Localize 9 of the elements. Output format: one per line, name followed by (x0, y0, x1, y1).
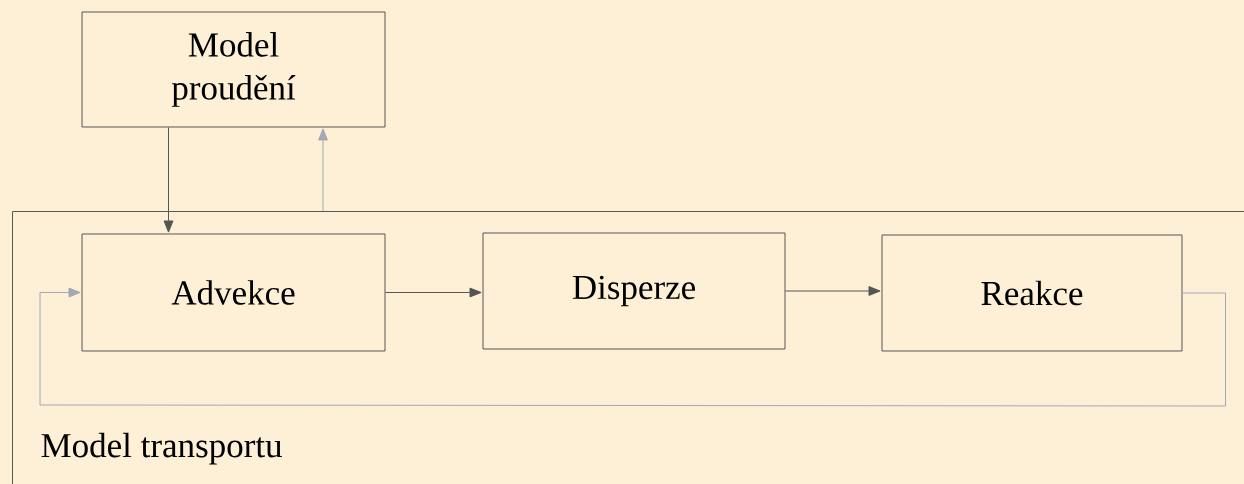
arrow (785, 286, 881, 296)
arrow (39, 287, 1226, 407)
process-box: Disperze (482, 232, 786, 350)
arrow (318, 128, 328, 212)
process-box: Model proudění (81, 11, 386, 128)
arrow (385, 287, 482, 298)
process-box: Reakce (881, 234, 1183, 352)
process-box: Advekce (81, 233, 386, 352)
arrow (163, 127, 174, 233)
